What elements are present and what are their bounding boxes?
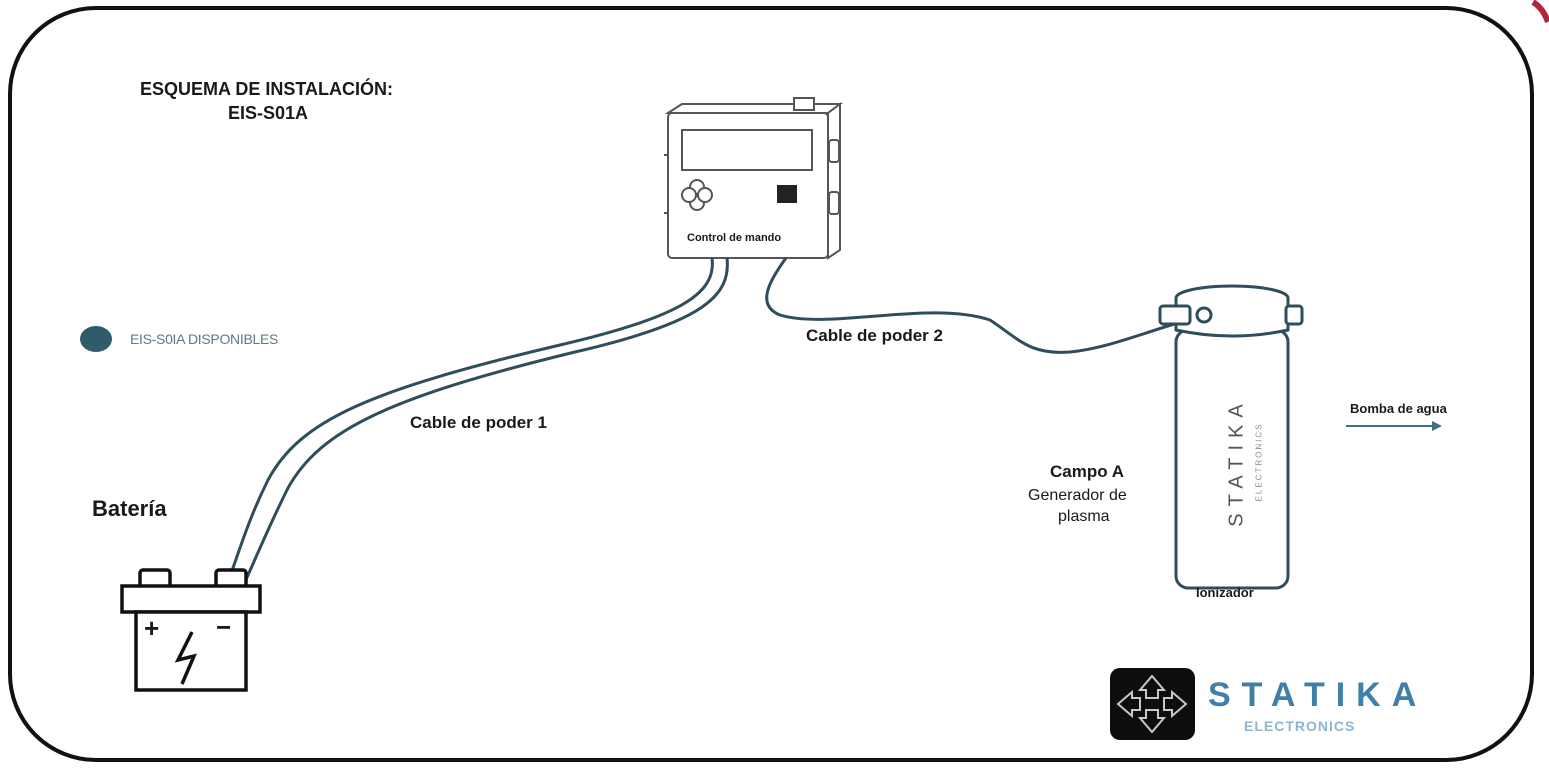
- cable-2: [765, 257, 1196, 354]
- pump-label: Bomba de agua: [1350, 401, 1447, 416]
- brand-name: STATIKA: [1208, 676, 1428, 714]
- ionizer-desc-line-1: Generador de: [1028, 487, 1127, 504]
- ionizer-brand-sub: ELECTRONICS: [1254, 422, 1264, 502]
- brand-logo-mark: [1110, 668, 1195, 740]
- ionizer-brand: STATIKA: [1225, 397, 1248, 527]
- battery: [120, 568, 262, 692]
- cable-2-label: Cable de poder 2: [806, 326, 943, 345]
- ionizer-field-label: Campo A: [1050, 462, 1124, 481]
- control-label: Control de mando: [687, 232, 782, 244]
- ionizer-cylinder: [1158, 284, 1304, 590]
- brand-subtitle: ELECTRONICS: [1244, 718, 1356, 734]
- cable-1-label: Cable de poder 1: [410, 413, 547, 432]
- pump-arrow: [1346, 421, 1442, 431]
- corner-accent: [1531, 0, 1549, 24]
- cable-1: [226, 257, 729, 585]
- ionizer-label: Ionizador: [1196, 585, 1254, 600]
- control-box: [664, 97, 843, 260]
- diagram-title: ESQUEMA DE INSTALACIÓN:: [140, 79, 394, 99]
- diagram-frame: [8, 6, 1534, 762]
- ionizer-brand-text: STATIKA ELECTRONICS: [1199, 380, 1279, 540]
- battery-label: Batería: [92, 496, 167, 521]
- ionizer-desc-line-2: plasma: [1058, 508, 1110, 525]
- diagram-model: EIS-S01A: [228, 103, 309, 123]
- legend-dot: [80, 326, 112, 352]
- legend-label: EIS-S0IA DISPONIBLES: [130, 331, 279, 347]
- battery-plus: +: [144, 613, 160, 643]
- battery-minus: −: [216, 612, 232, 642]
